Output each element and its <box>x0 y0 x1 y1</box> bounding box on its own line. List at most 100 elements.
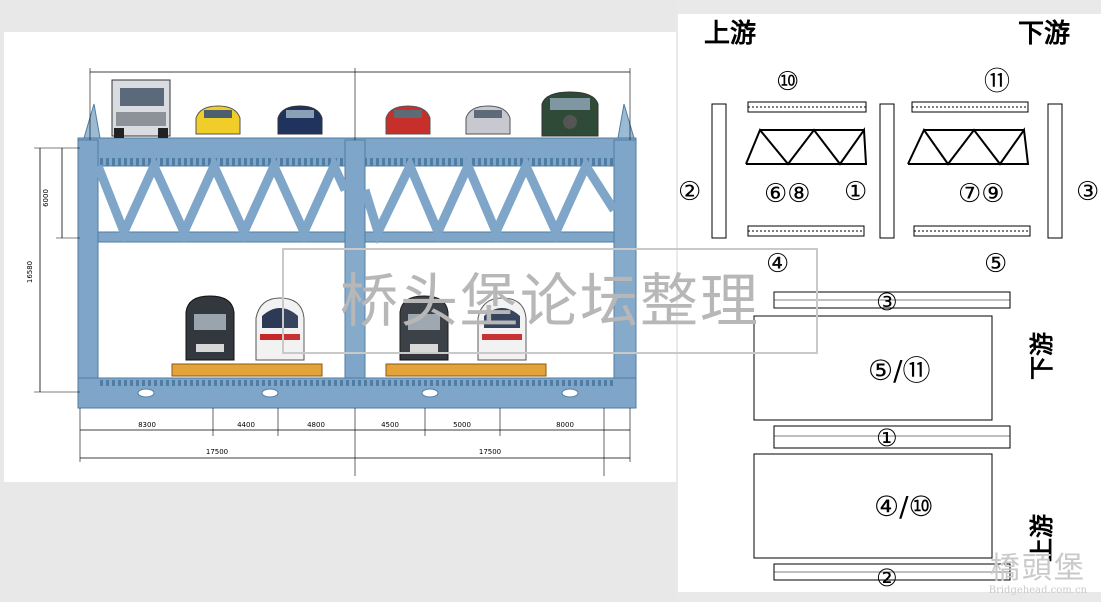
deck-rib <box>454 158 457 166</box>
left-rail-bed <box>171 363 323 377</box>
deck-rib <box>178 158 181 166</box>
deck-rib <box>106 158 109 166</box>
deck-rib <box>124 158 127 166</box>
deck-rib <box>400 380 403 386</box>
deck-rib <box>490 380 493 386</box>
deck-rib <box>430 380 433 386</box>
deck-rib <box>238 380 241 386</box>
car-icon <box>385 105 431 135</box>
deck-4-10 <box>753 453 993 559</box>
deck-rib <box>424 380 427 386</box>
deck-rib <box>190 158 193 166</box>
deck-rib <box>520 158 523 166</box>
left-truss-bottom-chord <box>97 231 346 243</box>
deck-rib <box>436 380 439 386</box>
deck-rib <box>604 380 607 386</box>
deck-rib <box>250 158 253 166</box>
deck-rib <box>256 380 259 386</box>
deck-rib <box>394 158 397 166</box>
deck-rib <box>142 158 145 166</box>
deck-rib <box>256 158 259 166</box>
deck-rib <box>574 158 577 166</box>
deck-rib <box>334 380 337 386</box>
deck-rib <box>610 380 613 386</box>
deck-rib <box>160 158 163 166</box>
watermark: 桥头堡论坛整理 <box>282 248 818 354</box>
deck-rib <box>286 158 289 166</box>
deck-rib <box>316 380 319 386</box>
car-icon <box>465 105 511 135</box>
strip-1-label: ① <box>876 424 898 452</box>
deck-rib <box>412 158 415 166</box>
deck-rib <box>436 158 439 166</box>
member-11-label: ⑪ <box>984 67 1010 97</box>
deck-rib <box>568 380 571 386</box>
dim-segment: 8000 <box>556 421 574 429</box>
deck-rib <box>172 158 175 166</box>
deck-rib <box>148 158 151 166</box>
deck-rib <box>364 380 367 386</box>
deck-rib <box>484 158 487 166</box>
deck-rib <box>604 158 607 166</box>
deck-rib <box>292 380 295 386</box>
deck-rib <box>130 158 133 166</box>
deck-rib <box>382 380 385 386</box>
deck-rib <box>562 380 565 386</box>
deck-rib <box>382 158 385 166</box>
left-truss-web <box>93 155 350 244</box>
train-icon <box>477 297 527 361</box>
deck-rib <box>472 158 475 166</box>
deck-rib <box>370 380 373 386</box>
deck-5-11 <box>753 315 993 421</box>
deck-rib <box>442 380 445 386</box>
deck-rib <box>532 158 535 166</box>
strip-3-label: ③ <box>876 288 898 316</box>
deck-5-11-label: ⑤/⑪ <box>868 354 931 387</box>
member-7-9-label: ⑦⑨ <box>958 179 1005 209</box>
right-truss-bottom-chord <box>364 231 615 243</box>
downstream-vertical-label: 下游 <box>1027 332 1056 380</box>
deck-rib <box>136 158 139 166</box>
total-height-dimension: 16580 <box>26 261 34 283</box>
deck-rib <box>100 380 103 386</box>
deck-rib <box>322 380 325 386</box>
deck-rib <box>328 158 331 166</box>
deck-rib <box>448 380 451 386</box>
deck-rib <box>424 158 427 166</box>
deck-rib <box>508 158 511 166</box>
dim-total: 17500 <box>479 448 501 456</box>
dim-segment: 4400 <box>237 421 255 429</box>
deck-rib <box>130 380 133 386</box>
deck-rib <box>592 158 595 166</box>
strip-2-label: ② <box>876 564 898 592</box>
deck-rib <box>280 380 283 386</box>
corner-watermark-logo: 橋頭堡 <box>989 551 1086 586</box>
deck-rib <box>118 158 121 166</box>
deck-rib <box>166 380 169 386</box>
deck-rib <box>544 380 547 386</box>
member-layout-panel: 上游 下游 ⑩ ⑪ ② ① ③ ⑥⑧ ⑦⑨ ④ ⑤ ③ ⑤/⑪ <box>678 14 1101 592</box>
deck-rib <box>388 380 391 386</box>
deck-rib <box>166 158 169 166</box>
deck-rib <box>172 380 175 386</box>
upstream-label: 上游 <box>704 19 756 49</box>
deck-rib <box>370 158 373 166</box>
elevation-panel: 6000 16580 8300 4400 4800 4500 5000 8000… <box>4 32 676 482</box>
deck-rib <box>340 380 343 386</box>
deck-rib <box>454 380 457 386</box>
deck-rib <box>580 158 583 166</box>
deck-rib <box>340 158 343 166</box>
deck-rib <box>124 380 127 386</box>
truck-icon <box>111 79 171 138</box>
dim-total: 17500 <box>206 448 228 456</box>
deck-rib <box>418 158 421 166</box>
deck-rib <box>274 380 277 386</box>
deck-rib <box>202 158 205 166</box>
deck-rib <box>298 380 301 386</box>
deck-rib <box>388 158 391 166</box>
deck-rib <box>526 380 529 386</box>
deck-rib <box>244 380 247 386</box>
member-2-label: ② <box>678 177 701 207</box>
strip-1 <box>773 425 1011 449</box>
suv-icon <box>541 91 599 137</box>
